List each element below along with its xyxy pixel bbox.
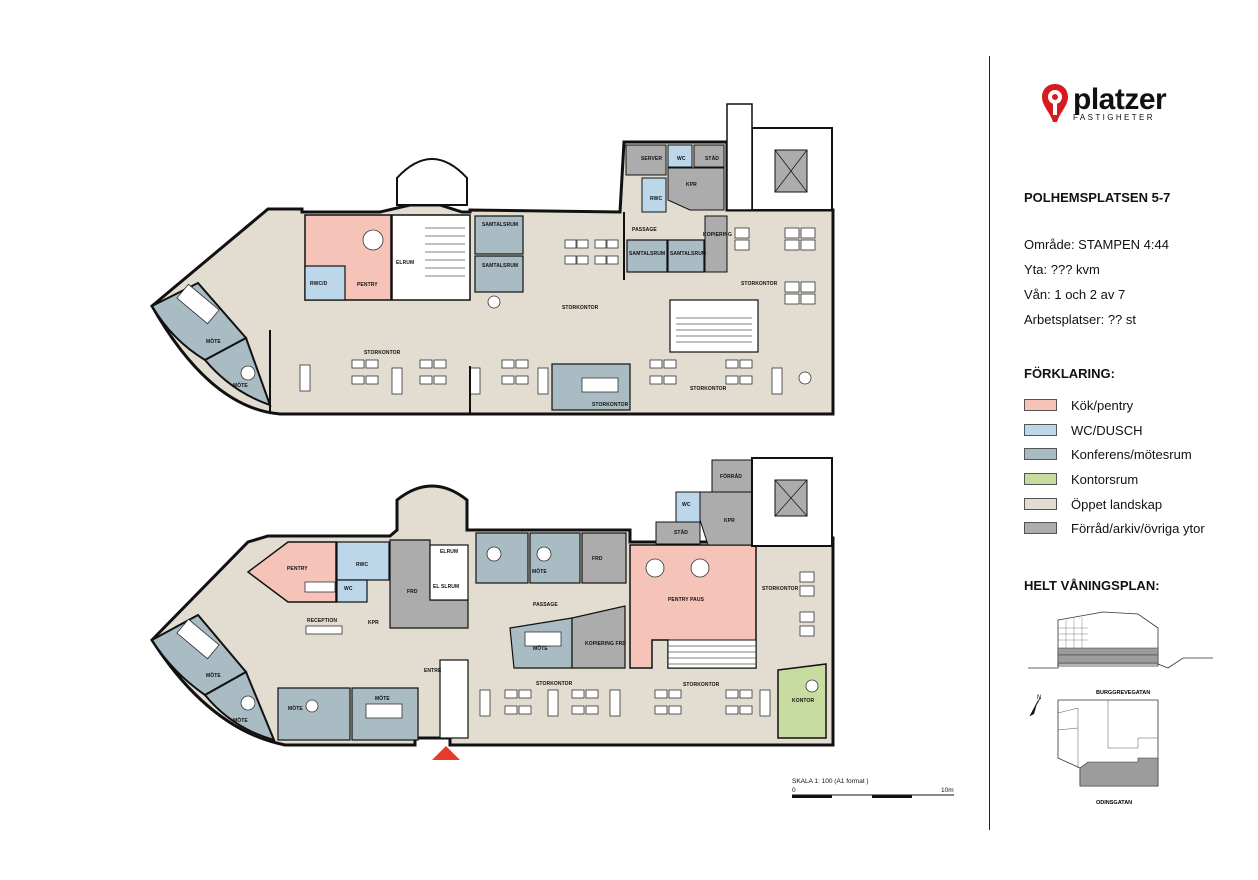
divider <box>989 56 990 830</box>
legend-item: Öppet landskap <box>1024 496 1162 512</box>
legend-label: Kontorsrum <box>1071 471 1139 487</box>
svg-text:WC: WC <box>677 156 686 162</box>
upper-talk-room-3 <box>626 239 668 273</box>
svg-text:PENTRY: PENTRY <box>287 566 308 572</box>
legend-label: Kök/pentry <box>1071 397 1134 413</box>
svg-text:KOPIERING FRD: KOPIERING FRD <box>585 641 626 647</box>
property-title: POLHEMSPLATSEN 5-7 <box>1024 190 1171 205</box>
elevation <box>1028 611 1213 669</box>
north-arrow-icon: N <box>1029 695 1041 717</box>
svg-text:RWC: RWC <box>356 562 368 568</box>
legend-item: Konferens/mötesrum <box>1024 446 1192 462</box>
svg-text:STORKONTOR: STORKONTOR <box>690 386 727 392</box>
svg-text:STORKONTOR: STORKONTOR <box>592 402 629 408</box>
legend-item: Kök/pentry <box>1024 397 1133 413</box>
key-map: BURGGREVEGATAN ODINSGATAN N <box>1028 611 1213 806</box>
scale-label: SKALA 1: 100 (A1 format ) <box>792 778 869 785</box>
svg-text:EL SLRUM: EL SLRUM <box>433 584 459 590</box>
svg-text:ELRUM: ELRUM <box>440 549 458 555</box>
logo-pin-icon <box>1040 82 1070 124</box>
svg-text:MÖTE: MÖTE <box>288 705 303 712</box>
svg-text:RWC: RWC <box>650 196 662 202</box>
svg-text:STORKONTOR: STORKONTOR <box>562 305 599 311</box>
logo-name: platzer <box>1073 82 1167 116</box>
svg-text:STÄD: STÄD <box>705 155 719 162</box>
legend-swatch <box>1024 498 1057 510</box>
svg-text:SAMTALSRUM: SAMTALSRUM <box>670 251 706 257</box>
scale-end: 10m <box>941 787 954 794</box>
svg-text:RWC/D: RWC/D <box>310 281 328 287</box>
svg-text:MÖTE: MÖTE <box>533 645 548 652</box>
svg-text:SAMTALSRUM: SAMTALSRUM <box>482 222 518 228</box>
legend-swatch <box>1024 473 1057 485</box>
scale-start: 0 <box>792 787 796 794</box>
legend-swatch <box>1024 399 1057 411</box>
street-bottom: ODINSGATAN <box>1096 800 1132 806</box>
info-workplaces: Arbetsplatser: ?? st <box>1024 312 1136 327</box>
svg-text:KPR: KPR <box>368 620 379 626</box>
svg-text:MÖTE: MÖTE <box>532 568 547 575</box>
lower-floor-plan: FÖRRÅD WC KPR STÄD PENTRY RWC WC ELRUM EL SLRU… <box>150 457 835 760</box>
svg-text:STORKONTOR: STORKONTOR <box>536 681 573 687</box>
svg-text:FRD: FRD <box>592 556 603 562</box>
svg-text:ELRUM: ELRUM <box>396 260 414 266</box>
legend-label: Förråd/arkiv/övriga ytor <box>1071 520 1205 536</box>
legend-title: FÖRKLARING: <box>1024 366 1115 381</box>
floor-title: HELT VÅNINGSPLAN: <box>1024 578 1160 593</box>
legend-swatch <box>1024 448 1057 460</box>
legend-swatch <box>1024 424 1057 436</box>
svg-text:SERVER: SERVER <box>641 156 662 162</box>
svg-text:ENTRÉ: ENTRÉ <box>424 666 442 674</box>
logo-sub: FASTIGHETER <box>1073 112 1155 122</box>
svg-text:WC: WC <box>682 502 691 508</box>
legend-item: Kontorsrum <box>1024 471 1138 487</box>
legend-swatch <box>1024 522 1057 534</box>
upper-talk-room-1 <box>474 215 524 255</box>
north-label: N <box>1037 695 1041 701</box>
svg-text:STORKONTOR: STORKONTOR <box>364 350 401 356</box>
legend-label: WC/DUSCH <box>1071 422 1143 438</box>
upper-floor-plan: SERVER WC STÄD RWC KPR SAMTALSRUM SAMTALSRUM… <box>150 103 835 416</box>
svg-text:SAMTALSRUM: SAMTALSRUM <box>629 251 665 257</box>
legend-item: Förråd/arkiv/övriga ytor <box>1024 520 1205 536</box>
svg-text:KPR: KPR <box>686 182 697 188</box>
svg-text:MÖTE: MÖTE <box>233 717 248 724</box>
svg-text:WC: WC <box>344 586 353 592</box>
svg-text:MÖTE: MÖTE <box>206 338 221 345</box>
floor-plans: SERVER WC STÄD RWC KPR SAMTALSRUM SAMTALSRUM… <box>150 103 954 798</box>
svg-text:FÖRRÅD: FÖRRÅD <box>720 473 742 480</box>
entrance-arrow <box>432 746 460 760</box>
svg-text:KONTOR: KONTOR <box>792 698 814 704</box>
street-top: BURGGREVEGATAN <box>1096 690 1150 696</box>
svg-text:STÄD: STÄD <box>674 529 688 536</box>
legend-item: WC/DUSCH <box>1024 422 1143 438</box>
scale-bar <box>792 794 954 798</box>
info-area: Område: STAMPEN 4:44 <box>1024 237 1169 252</box>
svg-text:PENTRY: PENTRY <box>357 282 378 288</box>
legend-label: Öppet landskap <box>1071 496 1163 512</box>
legend-label: Konferens/mötesrum <box>1071 446 1192 462</box>
svg-text:MÖTE: MÖTE <box>233 382 248 389</box>
platzer-logo: platzer FASTIGHETER <box>1040 82 1167 124</box>
svg-text:STORKONTOR: STORKONTOR <box>741 281 778 287</box>
svg-text:RECEPTION: RECEPTION <box>307 618 337 624</box>
svg-text:STORKONTOR: STORKONTOR <box>762 586 799 592</box>
svg-text:KOPIERING: KOPIERING <box>703 232 732 238</box>
svg-text:FRD: FRD <box>407 589 418 595</box>
info-size: Yta: ??? kvm <box>1024 262 1100 277</box>
upper-talk-room-4 <box>667 239 705 273</box>
upper-talk-room-2 <box>474 255 524 293</box>
svg-text:KPR: KPR <box>724 518 735 524</box>
svg-text:PASSAGE: PASSAGE <box>632 227 657 233</box>
svg-text:PENTRY PAUS: PENTRY PAUS <box>668 597 705 603</box>
svg-text:MÖTE: MÖTE <box>206 672 221 679</box>
svg-text:STORKONTOR: STORKONTOR <box>683 682 720 688</box>
svg-text:MÖTE: MÖTE <box>375 695 390 702</box>
svg-text:PASSAGE: PASSAGE <box>533 602 558 608</box>
upper-rwc <box>304 265 346 301</box>
svg-text:SAMTALSRUM: SAMTALSRUM <box>482 263 518 269</box>
site-plan: BURGGREVEGATAN ODINSGATAN N <box>1029 690 1159 806</box>
info-floor: Vån: 1 och 2 av 7 <box>1024 287 1126 302</box>
